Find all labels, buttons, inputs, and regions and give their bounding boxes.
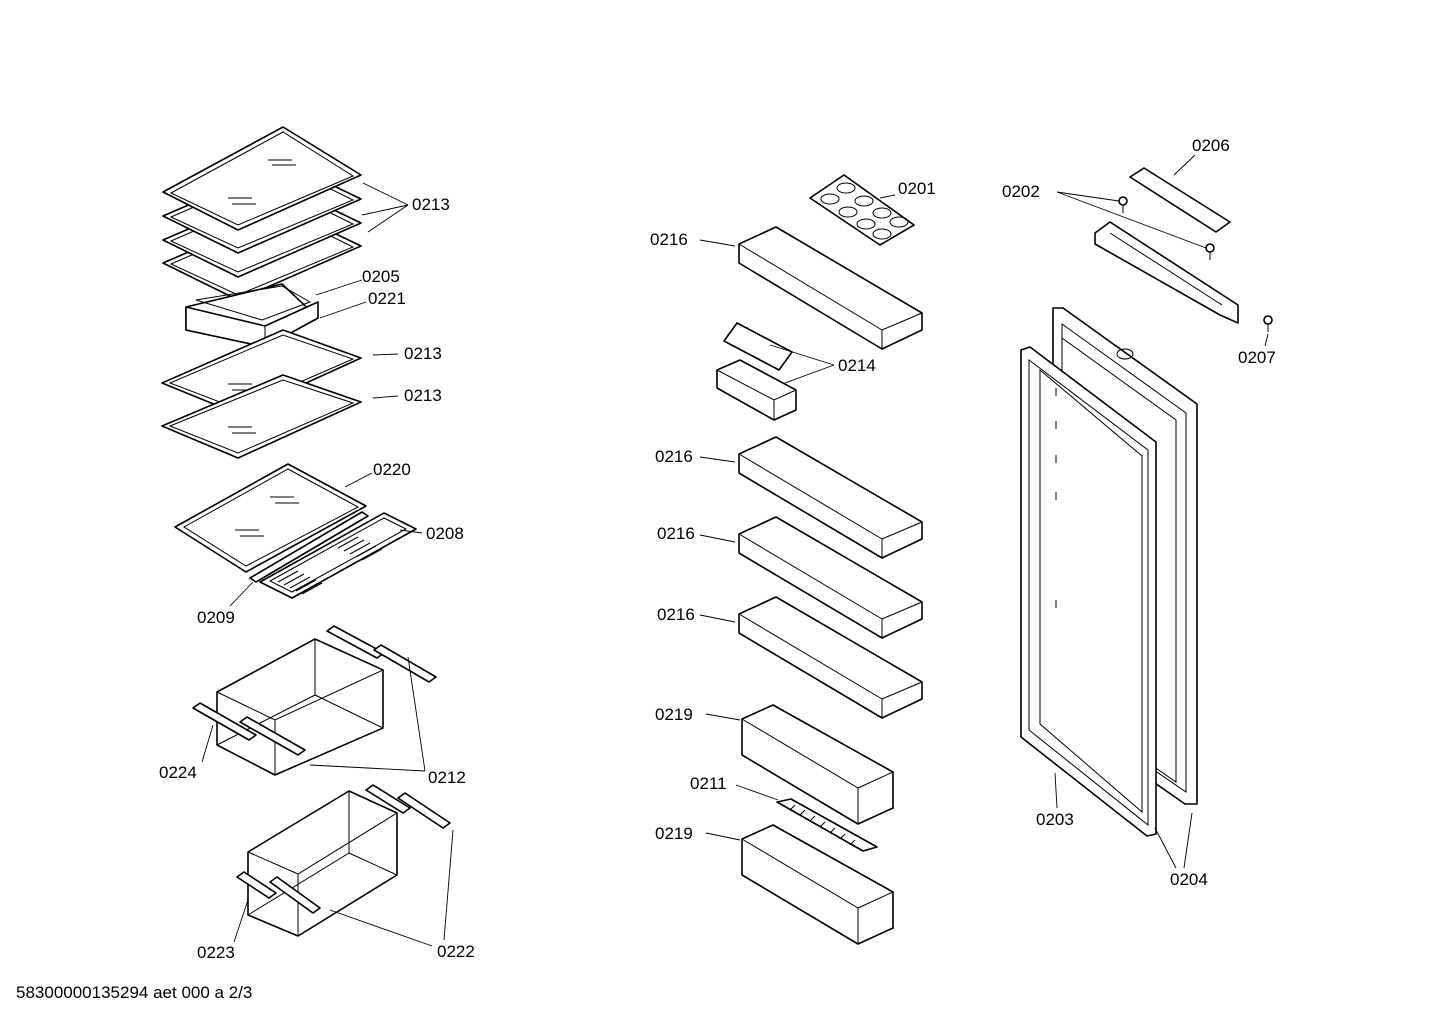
screw-0207	[1263, 315, 1273, 332]
glass-shelf-stack	[162, 126, 362, 301]
label-0220: 0220	[373, 460, 411, 479]
drawer-rail-0224	[192, 702, 306, 756]
label-0206: 0206	[1192, 136, 1230, 155]
bottle-bin-0219-upper	[741, 704, 894, 825]
label-0213-top: 0213	[412, 195, 450, 214]
drawer-upper	[216, 638, 384, 776]
glass-shelf-0220	[174, 463, 367, 573]
label-0201: 0201	[898, 179, 936, 198]
label-0219-upper: 0219	[655, 705, 693, 724]
leader-lines	[201, 154, 1269, 947]
label-0213-lower: 0213	[404, 386, 442, 405]
label-0216-4: 0216	[657, 605, 695, 624]
label-0216-2: 0216	[655, 447, 693, 466]
label-0207: 0207	[1238, 348, 1276, 367]
label-0205: 0205	[362, 267, 400, 286]
label-0214: 0214	[838, 356, 876, 375]
label-0212: 0212	[428, 768, 466, 787]
door-handle-0206	[1129, 167, 1231, 233]
bottle-divider-0211	[776, 798, 878, 852]
label-0222: 0222	[437, 942, 475, 961]
glass-shelf-0213-middle	[161, 329, 362, 415]
bottle-bin-0219-lower	[741, 824, 894, 945]
part-labels: 0213 0205 0221 0213 0213 0220 0208 0209 …	[159, 136, 1276, 962]
label-0203: 0203	[1036, 810, 1074, 829]
label-0219-lower: 0219	[655, 824, 693, 843]
door-bin-0216-top	[738, 226, 923, 350]
label-0223: 0223	[197, 943, 235, 962]
label-0213-middle: 0213	[404, 344, 442, 363]
drawer-rail-0222	[365, 784, 451, 829]
grille-0208	[259, 512, 417, 599]
label-0209: 0209	[197, 608, 235, 627]
label-0211: 0211	[690, 774, 727, 793]
drawing-reference-footer: 58300000135294 aet 000 a 2/3	[16, 983, 252, 1002]
drawer-rail-0212-upper	[326, 625, 437, 683]
label-0224: 0224	[159, 763, 197, 782]
label-0216-top: 0216	[650, 230, 688, 249]
screw-0202-a	[1118, 196, 1128, 213]
shelf-trim-0209	[249, 511, 369, 583]
label-0208: 0208	[426, 524, 464, 543]
label-0202: 0202	[1002, 182, 1040, 201]
door-bin-0216-2	[738, 436, 923, 559]
glass-shelf-0213-lower	[161, 374, 362, 459]
door-bin-0216-3	[738, 516, 923, 639]
screw-0202-b	[1205, 243, 1215, 260]
door-hinge-bracket	[1094, 221, 1239, 324]
butter-dish-0214	[716, 322, 797, 421]
drawer-lower	[247, 790, 398, 937]
label-0216-3: 0216	[657, 524, 695, 543]
drawer-rail-0223	[236, 871, 321, 914]
door-bin-0216-4	[738, 596, 923, 719]
label-0221: 0221	[368, 289, 406, 308]
label-0204: 0204	[1170, 870, 1208, 889]
egg-tray-0201	[809, 174, 915, 246]
door-gasket-0203	[1020, 346, 1157, 837]
